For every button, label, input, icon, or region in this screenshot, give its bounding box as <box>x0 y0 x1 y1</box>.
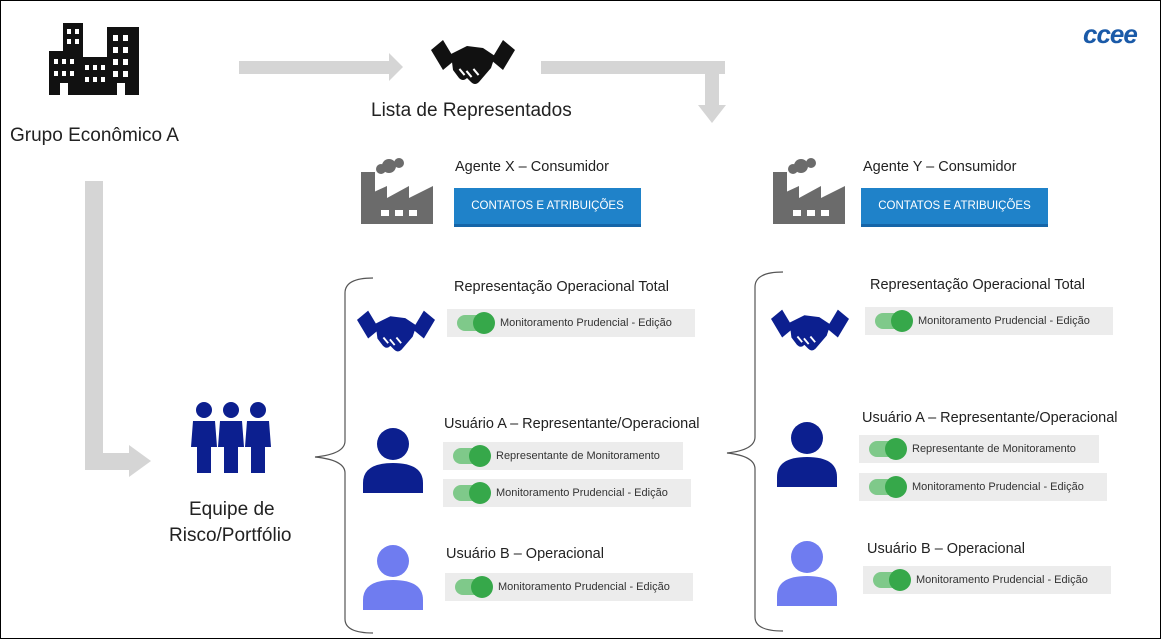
agent-y-name: Agente Y – Consumidor <box>863 159 1017 175</box>
permission-label: Monitoramento Prudencial - Edição <box>918 315 1090 327</box>
agent-y-contacts-button[interactable]: CONTATOS E ATRIBUIÇÕES <box>861 188 1048 227</box>
permission-label: Monitoramento Prudencial - Edição <box>916 574 1088 586</box>
permission-label: Monitoramento Prudencial - Edição <box>496 487 668 499</box>
permission-toggle[interactable] <box>875 310 913 332</box>
agent-x-user-b-perm-1: Monitoramento Prudencial - Edição <box>445 573 693 601</box>
agent-x-name: Agente X – Consumidor <box>455 159 609 175</box>
arrow-to-team-h <box>85 453 131 470</box>
handshake-icon <box>357 310 435 352</box>
permission-toggle[interactable] <box>873 569 911 591</box>
permission-label: Monitoramento Prudencial - Edição <box>912 481 1084 493</box>
team-label-line1: Equipe de <box>189 499 275 520</box>
permission-label: Representante de Monitoramento <box>912 443 1076 455</box>
user-icon <box>777 541 837 606</box>
arrow-to-list-head <box>389 53 403 81</box>
permission-label: Monitoramento Prudencial - Edição <box>500 317 672 329</box>
agent-y-representation-perm-1: Monitoramento Prudencial - Edição <box>865 307 1113 335</box>
user-icon <box>363 545 423 610</box>
handshake-icon <box>431 40 515 84</box>
agent-x-representation-title: Representação Operacional Total <box>454 279 669 295</box>
agent-x-contacts-button[interactable]: CONTATOS E ATRIBUIÇÕES <box>454 188 641 227</box>
agent-y-representation-title: Representação Operacional Total <box>870 277 1085 293</box>
permission-label: Monitoramento Prudencial - Edição <box>498 581 670 593</box>
factory-icon <box>361 158 433 224</box>
permission-toggle[interactable] <box>453 445 491 467</box>
agent-x-user-b-title: Usuário B – Operacional <box>446 546 604 562</box>
agent-y-user-a-perm-2: Monitoramento Prudencial - Edição <box>859 473 1107 501</box>
agent-y-user-b-perm-1: Monitoramento Prudencial - Edição <box>863 566 1111 594</box>
arrow-to-list <box>239 61 389 74</box>
team-icon <box>191 402 271 473</box>
arrow-to-agent-y-v <box>705 61 719 105</box>
agent-x-user-a-perm-1: Representante de Monitoramento <box>443 442 683 470</box>
arrow-to-agent-y-head <box>698 105 726 123</box>
agent-x-user-a-title: Usuário A – Representante/Operacional <box>444 416 700 432</box>
agent-y-user-b-title: Usuário B – Operacional <box>867 541 1025 557</box>
permission-toggle[interactable] <box>869 476 907 498</box>
permission-toggle[interactable] <box>453 482 491 504</box>
brace-agent-x <box>314 277 374 634</box>
ccee-logo: ccee <box>1083 19 1138 49</box>
brace-agent-y <box>726 271 784 632</box>
factory-icon <box>773 158 845 224</box>
arrow-to-team-head <box>129 445 151 477</box>
permission-toggle[interactable] <box>455 576 493 598</box>
agent-x-representation-perm-1: Monitoramento Prudencial - Edição <box>447 309 695 337</box>
group-name: Grupo Econômico A <box>10 125 179 146</box>
permission-toggle[interactable] <box>457 312 495 334</box>
arrow-to-team-v <box>85 181 103 463</box>
permission-toggle[interactable] <box>869 438 907 460</box>
user-icon <box>777 422 837 487</box>
arrow-to-agent-y-h <box>541 61 725 74</box>
agent-x-user-a-perm-2: Monitoramento Prudencial - Edição <box>443 479 691 507</box>
handshake-icon <box>771 309 849 351</box>
permission-label: Representante de Monitoramento <box>496 450 660 462</box>
buildings-icon <box>49 23 139 95</box>
team-label-line2: Risco/Portfólio <box>169 525 292 546</box>
agent-y-user-a-perm-1: Representante de Monitoramento <box>859 435 1099 463</box>
agent-y-user-a-title: Usuário A – Representante/Operacional <box>862 410 1118 426</box>
list-label: Lista de Representados <box>371 100 572 121</box>
user-icon <box>363 428 423 493</box>
